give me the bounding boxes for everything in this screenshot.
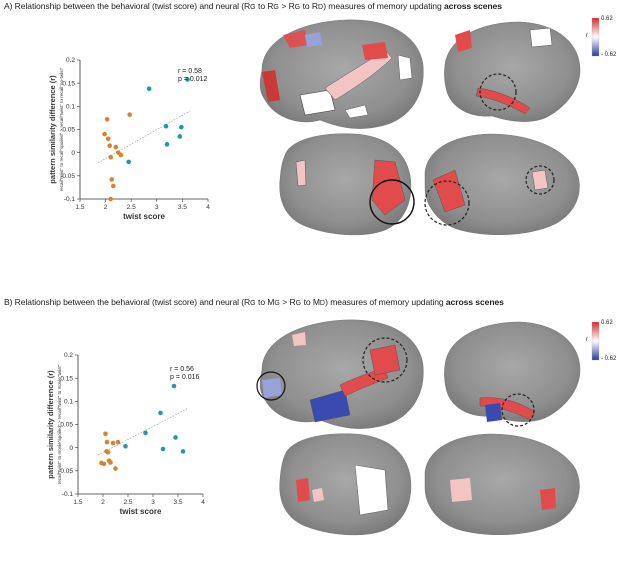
y-tick-label: -0.05 bbox=[60, 173, 75, 180]
y-tick-label: -0.05 bbox=[58, 468, 73, 475]
data-point bbox=[108, 196, 114, 202]
y-tick-label: 0.05 bbox=[62, 127, 75, 134]
data-point bbox=[108, 155, 114, 160]
data-point bbox=[160, 446, 166, 452]
data-point bbox=[179, 124, 184, 130]
trend-line bbox=[97, 110, 191, 164]
data-point bbox=[109, 177, 115, 182]
y-axis-sublabel: recall"twist" to movie"spoiled" > recall… bbox=[57, 364, 62, 484]
brain-a-lateral-left bbox=[259, 19, 424, 129]
brain-b-medial-left bbox=[279, 433, 412, 536]
colorbar-a bbox=[591, 17, 600, 57]
x-tick-label: 3 bbox=[151, 499, 155, 506]
colorbar-b bbox=[591, 321, 600, 361]
brain-b-lateral-right bbox=[444, 321, 581, 427]
stats-b-p: p = 0.016 bbox=[170, 374, 200, 381]
y-tick-label: -0.1 bbox=[64, 196, 76, 203]
data-point bbox=[180, 449, 186, 454]
panel-a-title: A) Relationship between the behavioral (… bbox=[4, 1, 502, 11]
x-tick-label: 2.5 bbox=[127, 204, 136, 211]
x-tick-label: 3.5 bbox=[178, 204, 187, 211]
brain-a-lateral-right bbox=[444, 21, 581, 122]
y-tick-label: 0.1 bbox=[64, 399, 73, 406]
colorbar-a-min: - 0.62 bbox=[601, 52, 617, 58]
x-axis-label: twist score bbox=[123, 212, 165, 221]
x-tick-label: 2 bbox=[101, 499, 105, 506]
trend-line bbox=[97, 407, 189, 456]
data-point bbox=[158, 410, 163, 416]
brain-a-medial-right bbox=[424, 133, 580, 236]
y-tick-label: 0.15 bbox=[60, 375, 73, 382]
data-point bbox=[118, 152, 124, 158]
x-tick-label: 4 bbox=[201, 499, 205, 506]
data-point bbox=[104, 449, 109, 454]
data-point bbox=[173, 435, 178, 440]
x-tick-label: 3 bbox=[155, 204, 159, 211]
data-point bbox=[185, 77, 190, 82]
x-axis-label: twist score bbox=[120, 507, 162, 516]
data-point bbox=[164, 142, 170, 147]
data-point bbox=[143, 430, 148, 436]
colorbar-a-label: r bbox=[586, 33, 588, 39]
data-point bbox=[103, 431, 108, 437]
y-tick-label: 0.2 bbox=[64, 352, 73, 359]
y-tick-label: 0.1 bbox=[66, 104, 75, 111]
y-axis-label: pattern similarity difference (r) bbox=[46, 370, 55, 479]
x-tick-label: 1.5 bbox=[75, 204, 84, 211]
y-tick-label: -0.1 bbox=[62, 491, 74, 498]
data-point bbox=[171, 383, 177, 389]
data-point bbox=[177, 134, 183, 139]
data-point bbox=[104, 117, 110, 122]
data-point bbox=[101, 461, 107, 467]
x-tick-label: 3.5 bbox=[173, 499, 182, 506]
x-tick-label: 2.5 bbox=[123, 499, 132, 506]
data-point bbox=[163, 123, 169, 129]
stats-a-p: p = 0.012 bbox=[178, 76, 208, 83]
stats-b-r: r = 0.56 bbox=[170, 366, 194, 373]
x-tick-label: 2 bbox=[104, 204, 108, 211]
data-point bbox=[146, 86, 152, 92]
colorbar-b-max: 0.62 bbox=[601, 320, 613, 326]
colorbar-b-min: - 0.62 bbox=[601, 356, 617, 362]
y-tick-label: 0.05 bbox=[60, 422, 73, 429]
y-tick-label: 0.15 bbox=[62, 80, 75, 87]
brain-b-lateral-left bbox=[256, 319, 424, 429]
y-tick-label: 0 bbox=[69, 445, 73, 452]
data-point bbox=[126, 159, 131, 165]
data-point bbox=[108, 460, 113, 465]
y-tick-label: 0 bbox=[71, 150, 75, 157]
y-axis-sublabel: recall"twist" to recall"spoiled" > recal… bbox=[59, 67, 64, 191]
panel-b-title: B) Relationship between the behavioral (… bbox=[4, 297, 504, 307]
x-tick-label: 1.5 bbox=[73, 499, 82, 506]
data-point bbox=[104, 439, 110, 445]
brain-a-medial-left bbox=[279, 133, 415, 236]
x-tick-label: 4 bbox=[206, 204, 210, 211]
data-point bbox=[113, 466, 118, 471]
data-point bbox=[102, 131, 107, 137]
data-point bbox=[113, 144, 119, 150]
data-point bbox=[105, 136, 111, 142]
colorbar-a-max: 0.62 bbox=[601, 16, 613, 22]
stats-a-r: r = 0.58 bbox=[178, 68, 202, 75]
data-point bbox=[107, 143, 112, 149]
data-point bbox=[110, 183, 116, 189]
y-tick-label: 0.2 bbox=[66, 57, 75, 64]
brain-b-medial-right bbox=[424, 433, 580, 536]
data-point bbox=[110, 440, 116, 446]
data-point bbox=[115, 439, 121, 445]
data-point bbox=[123, 443, 128, 449]
y-axis-label: pattern similarity difference (r) bbox=[48, 75, 57, 184]
data-point bbox=[127, 112, 132, 117]
colorbar-b-label: r bbox=[586, 337, 588, 343]
